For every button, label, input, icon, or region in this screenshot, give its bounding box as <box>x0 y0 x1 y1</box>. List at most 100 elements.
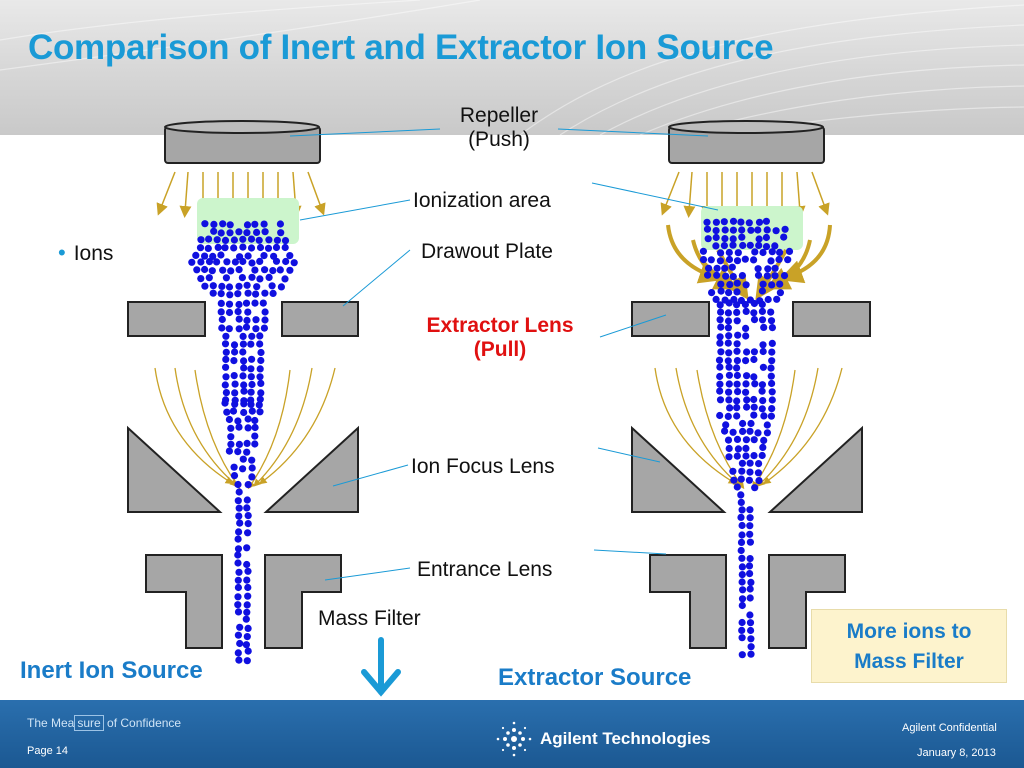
ion-dot <box>733 483 741 491</box>
ion-dot <box>196 244 205 252</box>
ion-dot <box>244 511 252 520</box>
ion-dot <box>260 220 268 228</box>
ion-dot <box>240 381 248 389</box>
ion-dot <box>217 290 225 298</box>
ion-dot <box>733 288 741 296</box>
ion-dot <box>780 233 788 241</box>
ion-dot <box>725 248 733 257</box>
ion-dot <box>716 257 725 265</box>
ion-dot <box>733 404 741 412</box>
ion-dot <box>771 242 779 250</box>
ion-dot <box>269 289 277 297</box>
ion-dot <box>716 387 724 395</box>
ion-dot <box>758 381 767 389</box>
ion-dot <box>264 244 273 252</box>
ion-dot <box>281 237 290 245</box>
ion-dot <box>728 263 736 271</box>
ion-dot <box>742 307 750 315</box>
ion-dot <box>243 439 251 447</box>
ion-dot <box>724 339 732 347</box>
ion-dot <box>742 388 750 396</box>
ion-dot <box>724 324 733 332</box>
ion-dot <box>746 522 754 530</box>
footer-bar <box>0 700 1024 768</box>
ion-dot <box>703 225 712 233</box>
ion-dot <box>743 396 751 404</box>
label-extractor-lens: Extractor Lens (Pull) <box>426 314 574 361</box>
ion-dot <box>737 513 745 522</box>
caption-extractor-source: Extractor Source <box>498 664 692 691</box>
ion-dot <box>759 248 767 257</box>
ion-dot <box>738 634 746 642</box>
ion-dot <box>739 241 747 250</box>
ion-dot <box>253 283 261 291</box>
ion-dot <box>715 356 724 364</box>
ion-dot <box>716 301 724 309</box>
ion-dot <box>785 247 794 255</box>
down-arrow-icon <box>361 637 401 697</box>
drawout-plate-left-a <box>127 301 206 337</box>
ion-dot <box>290 259 298 267</box>
ion-dot <box>767 412 776 420</box>
ion-dot <box>209 289 217 297</box>
ion-dot <box>733 357 742 365</box>
ion-dot <box>248 464 256 472</box>
ions-left <box>188 220 298 665</box>
ion-dot <box>705 264 713 272</box>
ion-dot <box>251 416 259 425</box>
ion-dot <box>738 571 746 579</box>
ion-dot <box>733 279 741 287</box>
ion-dot <box>243 544 251 552</box>
ion-dot <box>721 264 729 272</box>
legend-ions-label: Ions <box>73 242 114 265</box>
ion-dot <box>219 266 227 274</box>
ion-dot <box>738 651 746 659</box>
ion-dot <box>738 578 746 586</box>
ion-dot <box>754 469 763 477</box>
ion-dot <box>767 308 775 316</box>
ion-dot <box>725 332 733 340</box>
ion-dot <box>227 267 235 275</box>
ion-dot <box>747 419 755 428</box>
ion-dot <box>768 281 776 289</box>
ion-dot <box>754 265 762 273</box>
ion-dot <box>218 324 226 332</box>
ion-dot <box>762 233 771 242</box>
push-arrows-right <box>660 171 830 218</box>
ion-dot <box>243 221 252 229</box>
ion-dot <box>759 397 767 405</box>
ion-dot <box>282 257 290 266</box>
ion-dot <box>256 332 264 340</box>
ion-dot <box>763 226 771 234</box>
ion-dot <box>750 411 758 419</box>
callout-more-ions: More ions to Mass Filter <box>811 609 1007 683</box>
ion-dot <box>773 295 781 303</box>
ion-dot <box>768 339 776 347</box>
ion-dot <box>776 280 784 288</box>
ion-dot <box>737 538 746 547</box>
ion-dot <box>746 468 754 476</box>
ion-dot <box>243 633 251 641</box>
ion-dot <box>767 372 775 380</box>
ion-dot <box>248 407 256 415</box>
ion-dot <box>758 316 767 324</box>
ion-dot <box>222 274 230 282</box>
ion-dot <box>244 481 252 489</box>
ion-dot <box>742 357 750 365</box>
ion-dot <box>746 594 754 602</box>
footer-page-number: Page 14 <box>27 745 68 757</box>
ion-dot <box>281 275 289 283</box>
ion-dot <box>738 626 746 635</box>
ion-dot <box>764 295 772 304</box>
ion-dot <box>243 504 251 512</box>
ion-dot <box>261 228 269 236</box>
ion-dot <box>239 257 247 266</box>
ion-dot <box>722 421 730 429</box>
ion-dot <box>717 323 725 331</box>
ion-dot <box>234 601 242 609</box>
ion-dot <box>750 403 758 411</box>
ion-dot <box>746 459 754 467</box>
ion-dot <box>755 241 763 249</box>
ion-dot <box>286 266 294 274</box>
